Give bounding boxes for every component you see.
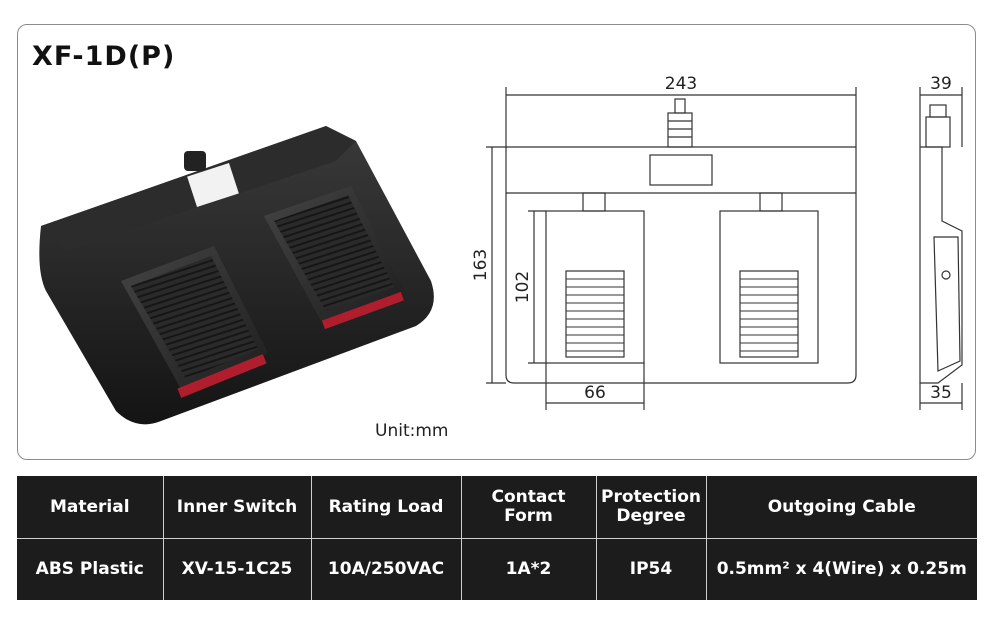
dim-height: 163	[471, 249, 491, 281]
header-material: Material	[17, 476, 164, 539]
pedal-ribs	[566, 278, 798, 352]
value-rating-load: 10A/250VAC	[311, 538, 462, 600]
dim-base-depth: 35	[930, 383, 952, 403]
value-outgoing-cable: 0.5mm² x 4(Wire) x 0.25m	[716, 559, 967, 579]
dim-depth: 39	[930, 74, 952, 94]
dim-width: 243	[665, 74, 697, 94]
technical-drawing: 243 39 163 102 66 35	[471, 74, 963, 410]
header-contact-form: Contact Form	[461, 476, 597, 539]
product-photo	[39, 126, 434, 425]
spec-table: Material Inner Switch Rating Load Contac…	[17, 476, 977, 600]
dim-pedal-height: 102	[513, 271, 533, 303]
value-inner-switch: XV-15-1C25	[163, 538, 312, 600]
header-inner-switch: Inner Switch	[163, 476, 312, 539]
product-panel: XF-1D(P)	[17, 24, 976, 460]
model-title: XF-1D(P)	[32, 41, 176, 72]
spec-value-row: ABS Plastic XV-15-1C25 10A/250VAC 1A*2 I…	[17, 538, 977, 600]
value-contact-form: 1A*2	[461, 538, 597, 600]
spec-header-row: Material Inner Switch Rating Load Contac…	[17, 476, 977, 539]
value-material: ABS Plastic	[17, 538, 164, 600]
dim-pedal-width: 66	[584, 383, 606, 403]
value-protection-degree: IP54	[596, 538, 707, 600]
unit-note: Unit:mm	[375, 421, 449, 441]
header-protection-degree: Protection Degree	[596, 476, 707, 539]
header-rating-load: Rating Load	[311, 476, 462, 539]
header-outgoing-cable: Outgoing Cable	[706, 476, 977, 539]
